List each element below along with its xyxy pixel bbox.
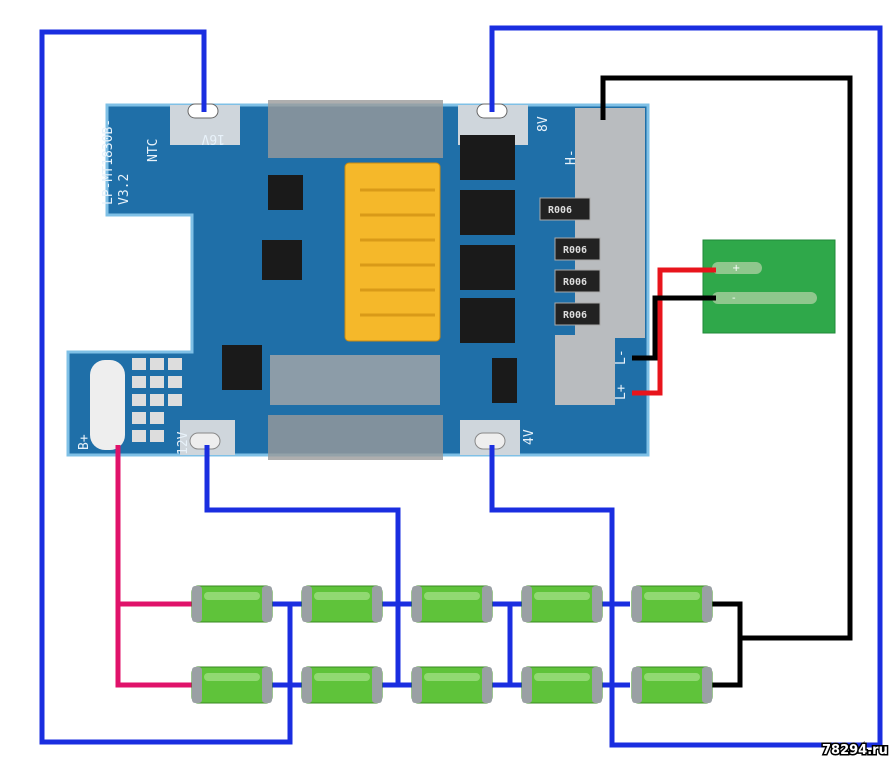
battery-cell bbox=[631, 666, 713, 704]
indicator-module: + - bbox=[702, 239, 836, 334]
battery-cell bbox=[191, 585, 273, 623]
wire-negative-bus bbox=[710, 601, 743, 688]
label-12v: 12V bbox=[176, 431, 191, 455]
module-minus-label: - bbox=[732, 293, 736, 304]
battery-cell bbox=[521, 666, 603, 704]
ntc-label: NTC bbox=[146, 139, 161, 162]
resistor-label: R006 bbox=[563, 310, 587, 321]
battery-cell bbox=[411, 666, 493, 704]
resistor-label: R006 bbox=[548, 205, 572, 216]
bms-board: R006 R006 R006 R006 LP-MT1830B- V3.2 NTC… bbox=[66, 100, 650, 460]
resistor-label: R006 bbox=[563, 245, 587, 256]
module-plus-label: + bbox=[732, 263, 740, 274]
battery-cell bbox=[301, 585, 383, 623]
battery-cell bbox=[521, 585, 603, 623]
wire-b-plus bbox=[115, 445, 195, 688]
label-b-plus: B+ bbox=[77, 434, 92, 450]
battery-cell bbox=[411, 585, 493, 623]
wire-16v bbox=[39, 29, 293, 745]
battery-cell bbox=[631, 585, 713, 623]
label-4v: 4V bbox=[522, 429, 537, 445]
battery-cell bbox=[191, 666, 273, 704]
label-h-minus: H- bbox=[564, 149, 579, 165]
battery-cell bbox=[301, 666, 383, 704]
board-model: LP-MT1830B- bbox=[101, 119, 116, 205]
wire-h-minus bbox=[600, 75, 853, 641]
wire-l-minus bbox=[632, 295, 716, 361]
wire-12v bbox=[204, 445, 401, 685]
board-version: V3.2 bbox=[117, 174, 132, 205]
watermark: 78294.ru bbox=[822, 743, 888, 758]
balance-connector bbox=[344, 162, 441, 342]
battery-cells bbox=[191, 585, 713, 704]
label-l-minus: L- bbox=[614, 349, 629, 365]
label-l-plus: L+ bbox=[614, 384, 629, 400]
wire-4v bbox=[489, 445, 615, 685]
label-16v: 16V bbox=[201, 131, 225, 146]
resistor-label: R006 bbox=[563, 277, 587, 288]
label-8v: 8V bbox=[536, 116, 551, 132]
wire-l-plus bbox=[632, 267, 716, 396]
cell-link-vertical bbox=[287, 604, 513, 685]
wire-8v bbox=[489, 25, 883, 748]
